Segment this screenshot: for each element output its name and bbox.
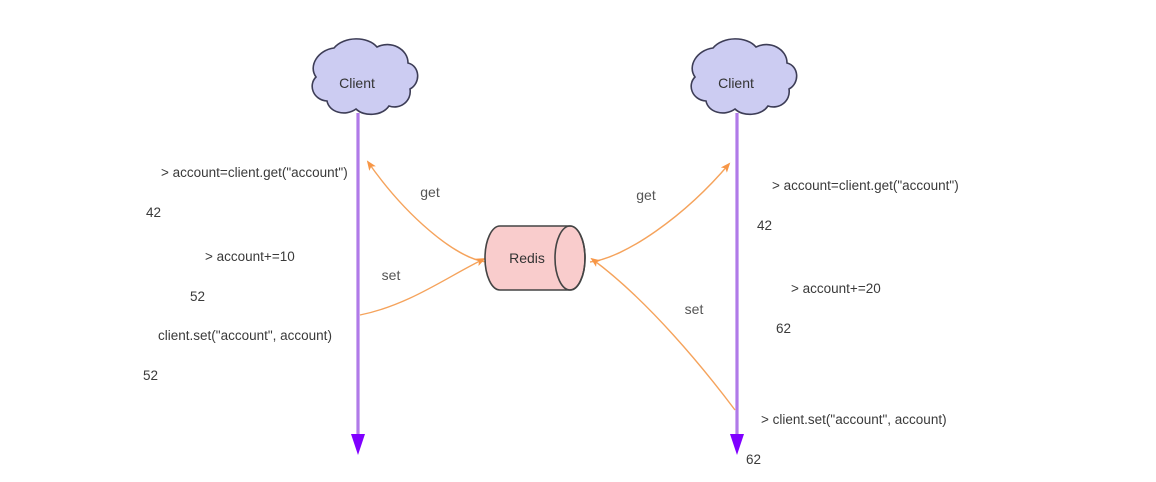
annotation-left-get: > account=client.get("account") 42 — [146, 143, 348, 263]
edge-set-right — [590, 257, 736, 411]
node-redis-label: Redis — [509, 250, 545, 266]
edge-set-left — [359, 258, 486, 316]
annotation-left-get-command: > account=client.get("account") — [161, 165, 348, 180]
node-client-right[interactable]: Client — [690, 38, 798, 116]
annotation-right-incr-command: > account+=20 — [791, 281, 881, 296]
edge-label-get-left: get — [420, 184, 440, 200]
edge-label-set-right: set — [685, 301, 704, 317]
node-client-right-label: Client — [718, 75, 754, 91]
annotation-right-incr: > account+=20 62 — [776, 259, 881, 379]
annotation-right-incr-result: 62 — [776, 321, 792, 336]
annotation-right-set: > client.set("account", account) 62 — [746, 390, 947, 482]
node-redis[interactable]: Redis — [484, 225, 586, 291]
edge-label-set-left: set — [382, 267, 401, 283]
lifeline-client-left — [351, 113, 365, 455]
annotation-left-incr-command: > account+=10 — [205, 249, 295, 264]
annotation-left-get-result: 42 — [146, 205, 162, 220]
annotation-right-set-result: 62 — [746, 452, 762, 467]
annotation-right-set-command: > client.set("account", account) — [761, 412, 947, 427]
annotation-right-get-command: > account=client.get("account") — [772, 178, 959, 193]
edge-get-right — [589, 162, 731, 263]
lifeline-client-right — [730, 113, 744, 455]
annotation-left-set-command: client.set("account", account) — [158, 328, 332, 343]
annotation-left-incr: > account+=10 52 — [190, 227, 295, 347]
node-client-left[interactable]: Client — [311, 38, 419, 116]
annotation-left-set-result: 52 — [143, 368, 159, 383]
annotation-right-get-result: 42 — [757, 218, 773, 233]
edge-get-left — [366, 160, 487, 263]
node-client-left-label: Client — [339, 75, 375, 91]
annotation-right-get: > account=client.get("account") 42 — [757, 156, 959, 276]
annotation-left-set: client.set("account", account) 52 — [143, 306, 332, 426]
annotation-left-incr-result: 52 — [190, 289, 206, 304]
edge-label-get-right: get — [636, 187, 656, 203]
